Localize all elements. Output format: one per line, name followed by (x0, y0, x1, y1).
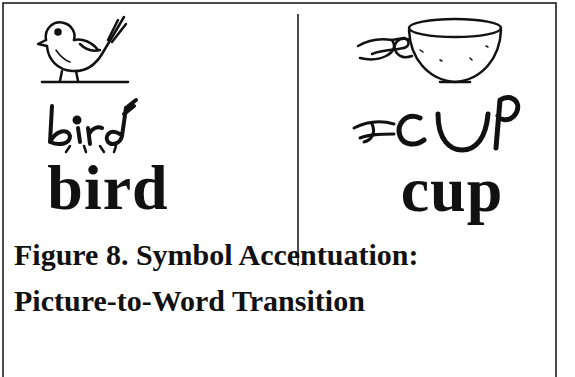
figure-frame (3, 3, 556, 377)
divider-line (297, 14, 299, 266)
figure-caption: Figure 8. Symbol Accentuation: Picture-t… (14, 232, 514, 324)
bird-drawing (38, 17, 128, 82)
cup-drawing (358, 19, 501, 82)
cup-word-drawing (354, 97, 518, 150)
bird-word-drawing (50, 100, 136, 152)
word-label: bird (47, 156, 168, 220)
word-label: cup (401, 158, 504, 222)
